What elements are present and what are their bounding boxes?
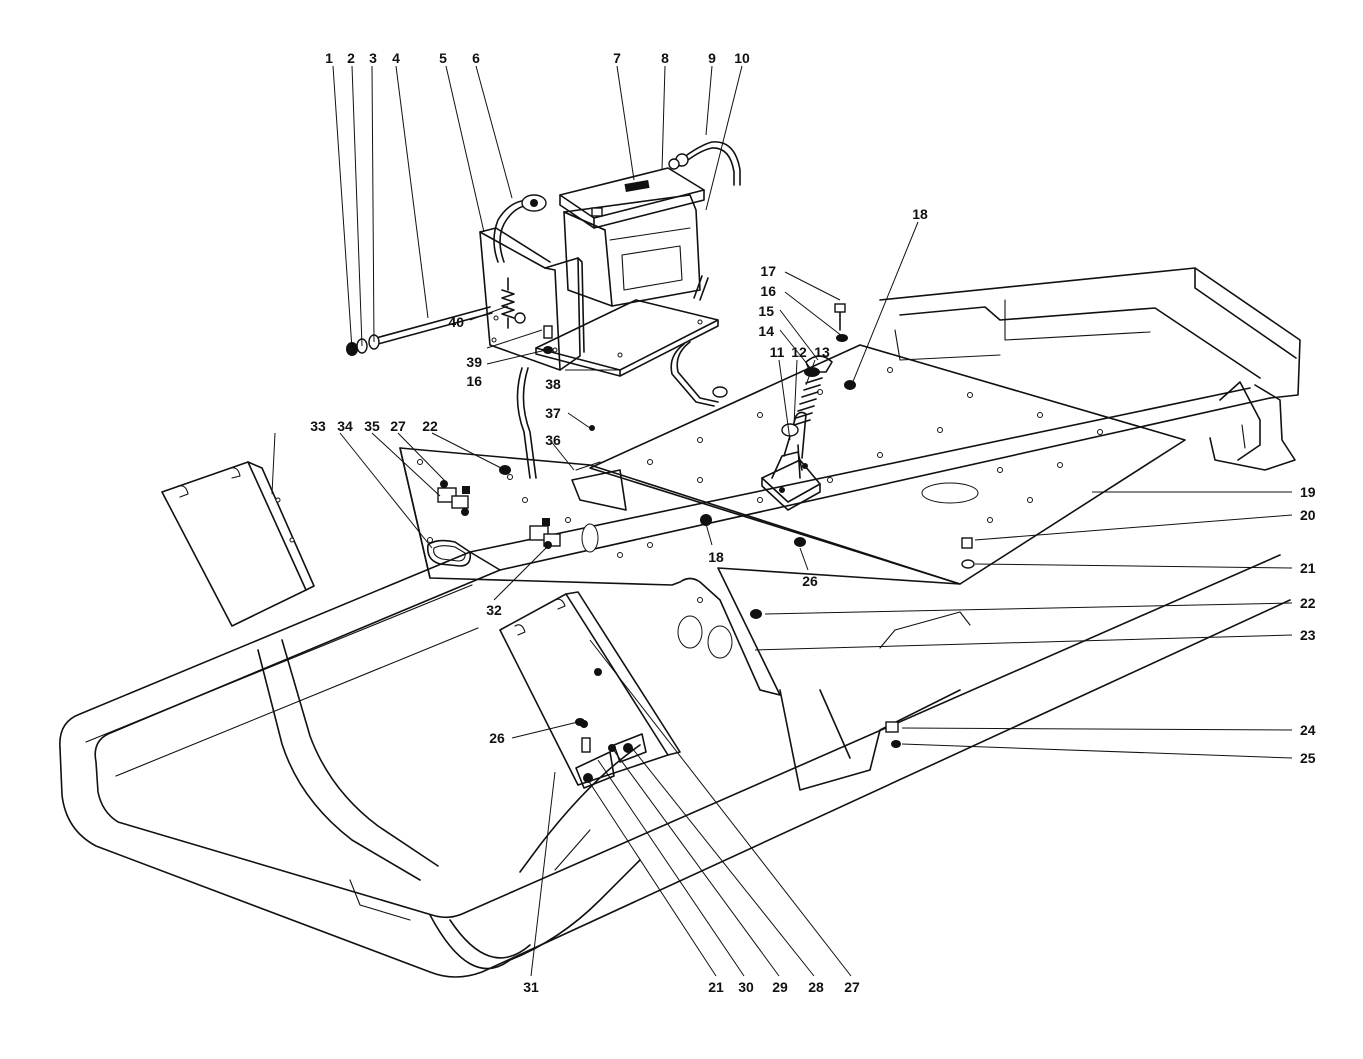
grommet — [426, 539, 472, 567]
ground-cable — [670, 341, 728, 407]
washer-16-left — [543, 346, 553, 354]
callout-26-right: 26 — [802, 573, 818, 589]
callout-25: 25 — [1300, 750, 1316, 766]
small-plate — [571, 461, 627, 511]
nut-26-left — [575, 718, 585, 726]
chassis-frame — [59, 267, 1301, 978]
negative-cable — [668, 141, 741, 301]
screw-37 — [589, 425, 595, 431]
callout-10: 10 — [734, 50, 750, 66]
callout-21-bottom: 21 — [708, 979, 724, 995]
callout-27-bottom: 27 — [844, 979, 860, 995]
battery-cover — [559, 167, 705, 229]
callout-9: 9 — [708, 50, 716, 66]
callout-26-left: 26 — [489, 730, 505, 746]
callout-27-upper: 27 — [390, 418, 406, 434]
nut-18-lower — [700, 514, 712, 526]
callout-17: 17 — [760, 263, 776, 279]
callout-1: 1 — [325, 50, 333, 66]
callout-29: 29 — [772, 979, 788, 995]
callout-34: 34 — [337, 418, 353, 434]
front-shield — [499, 591, 681, 789]
callout-7: 7 — [613, 50, 621, 66]
callout-38: 38 — [545, 376, 561, 392]
callout-28: 28 — [808, 979, 824, 995]
callout-13: 13 — [814, 344, 830, 360]
callout-4: 4 — [392, 50, 400, 66]
callout-6: 6 — [472, 50, 480, 66]
switch-upper — [437, 480, 470, 516]
callout-30: 30 — [738, 979, 754, 995]
switch-lower — [529, 518, 561, 549]
callout-19: 19 — [1300, 484, 1316, 500]
callout-20: 20 — [1300, 507, 1316, 523]
hold-down-rod — [375, 306, 493, 345]
callout-35: 35 — [364, 418, 380, 434]
callout-18-upper: 18 — [912, 206, 928, 222]
leader-lines — [271, 65, 1293, 977]
callout-16-lower: 16 — [466, 373, 482, 389]
brake-assembly — [761, 303, 848, 511]
nut-22-lower — [750, 609, 762, 619]
callout-12: 12 — [791, 344, 807, 360]
callout-39: 39 — [466, 354, 482, 370]
callout-11: 11 — [770, 344, 785, 360]
callout-37: 37 — [545, 405, 561, 421]
left-shield — [161, 461, 315, 627]
positive-cable — [493, 194, 547, 263]
callout-22-right: 22 — [1300, 595, 1316, 611]
nut-26-right — [794, 537, 806, 547]
washer-21-right — [961, 559, 975, 569]
callout-16-upper: 16 — [760, 283, 776, 299]
nut-25 — [891, 740, 901, 748]
floor-plate-holes — [647, 367, 1103, 523]
callout-5: 5 — [439, 50, 447, 66]
callout-24: 24 — [1300, 722, 1316, 738]
callout-36: 36 — [545, 432, 561, 448]
callout-15: 15 — [758, 303, 774, 319]
callout-23: 23 — [1300, 627, 1316, 643]
bolt-39 — [543, 325, 553, 339]
floor-plate — [589, 344, 1186, 585]
nut-18-upper — [844, 380, 856, 390]
battery-box — [479, 227, 585, 371]
callout-33: 33 — [310, 418, 326, 434]
bolt-20 — [961, 537, 973, 549]
control-panel — [399, 447, 961, 696]
callout-31: 31 — [523, 979, 539, 995]
callout-18-lower: 18 — [708, 549, 724, 565]
callout-14: 14 — [758, 323, 774, 339]
battery-tray — [535, 299, 719, 377]
callout-40: 40 — [448, 314, 464, 330]
callout-21-right: 21 — [1300, 560, 1316, 576]
hold-down-spring — [501, 277, 515, 329]
clip-24 — [885, 721, 899, 733]
callout-8: 8 — [661, 50, 669, 66]
wire-harness — [516, 367, 537, 479]
callout-labels: 1 2 3 4 5 6 7 8 9 10 11 12 13 14 15 16 1… — [310, 50, 1316, 995]
callout-22-upper: 22 — [422, 418, 438, 434]
callout-2: 2 — [347, 50, 355, 66]
callout-32: 32 — [486, 602, 502, 618]
callout-3: 3 — [369, 50, 377, 66]
